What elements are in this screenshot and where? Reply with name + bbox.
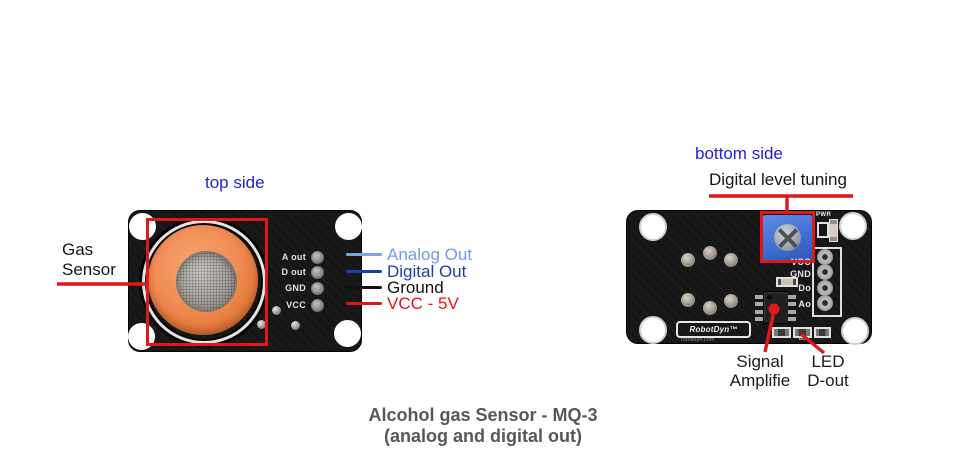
pin-row-gnd: GND bbox=[285, 281, 324, 295]
pin-row-dout: D out bbox=[281, 265, 324, 279]
pin-pad bbox=[311, 250, 324, 264]
vcc-line bbox=[346, 301, 382, 306]
do-silkscreen-marking: Do bbox=[798, 336, 806, 342]
ic-pin bbox=[755, 310, 763, 314]
digital-out-label: Digital Out bbox=[387, 261, 467, 281]
pin-label-gnd: GND bbox=[790, 269, 811, 279]
ic-pin bbox=[755, 317, 763, 321]
mounting-hole bbox=[335, 213, 362, 240]
sensor-pin-joint bbox=[681, 293, 695, 307]
tuning-highlight-box bbox=[760, 211, 815, 263]
signal-amplifier-label: Signal Amplifie bbox=[729, 352, 791, 390]
sensor-pin-joint bbox=[724, 294, 738, 308]
smd-component bbox=[772, 327, 791, 338]
pin-row-aout: A out bbox=[282, 250, 324, 264]
analog-out-label: Analog Out bbox=[387, 244, 473, 264]
ground-label: Ground bbox=[387, 277, 444, 297]
legend-row-vcc: VCC - 5V bbox=[346, 293, 459, 314]
pwr-marking: PWR bbox=[816, 212, 832, 218]
ic-pin bbox=[788, 302, 796, 306]
bottom-side-heading: bottom side bbox=[695, 144, 783, 163]
sensor-pin-joint bbox=[681, 253, 695, 267]
ground-line bbox=[346, 285, 382, 290]
pin-pad-ao bbox=[817, 295, 833, 311]
mounting-hole bbox=[334, 320, 361, 347]
ic-pin bbox=[755, 295, 763, 299]
solder-joint bbox=[272, 306, 281, 315]
mounting-hole bbox=[639, 213, 667, 241]
mounting-hole bbox=[129, 213, 156, 240]
ic-pin bbox=[755, 302, 763, 306]
mounting-hole bbox=[639, 316, 667, 344]
vcc-label: VCC - 5V bbox=[387, 293, 459, 313]
pin-label-gnd: GND bbox=[285, 283, 306, 293]
sensor-metal-ring bbox=[142, 220, 266, 344]
signal-amplifier-ic bbox=[763, 291, 790, 324]
sensor-board-top-view: A out D out GND VCC bbox=[128, 210, 362, 352]
digital-level-tuning-label: Digital level tuning bbox=[709, 170, 847, 189]
smd-resistor bbox=[829, 219, 838, 242]
pin-pad bbox=[311, 298, 324, 312]
pin-pad bbox=[311, 281, 324, 295]
gas-sensor-label: Gas Sensor bbox=[62, 240, 116, 279]
legend-row-analog: Analog Out bbox=[346, 244, 472, 265]
sensor-mesh bbox=[176, 251, 237, 312]
smd-resistor bbox=[776, 277, 798, 287]
figure-title-line1: Alcohol gas Sensor - MQ-3 bbox=[368, 405, 598, 425]
mounting-hole bbox=[839, 212, 867, 240]
mounting-hole bbox=[841, 317, 869, 345]
pin-label-a-out: A out bbox=[281, 252, 306, 262]
gas-sensor-highlight-box bbox=[146, 218, 268, 346]
solder-joint bbox=[291, 321, 300, 330]
pin-pad bbox=[311, 265, 324, 279]
solder-joint bbox=[257, 320, 266, 329]
header-pin-block bbox=[812, 247, 842, 317]
sensor-pin-joint bbox=[724, 253, 738, 267]
pin-pad-gnd bbox=[817, 264, 833, 280]
pin-pad-vcc bbox=[817, 249, 833, 265]
ic-pin bbox=[788, 317, 796, 321]
potentiometer-screw bbox=[774, 224, 801, 251]
led-d-out-label: LED D-out bbox=[807, 352, 849, 390]
pin-label-d-out: D out bbox=[281, 267, 306, 277]
robotdyn-logo: RobotDyn™ bbox=[676, 321, 751, 338]
pin-label-do: Do bbox=[798, 283, 811, 293]
digital-level-potentiometer bbox=[763, 215, 812, 261]
pin-pad-do bbox=[817, 280, 833, 296]
sensor-pin-joint bbox=[703, 301, 717, 315]
power-led bbox=[817, 222, 829, 238]
figure-title-line2: (analog and digital out) bbox=[384, 426, 582, 446]
digital-out-line bbox=[346, 269, 382, 274]
pin-row-vcc: VCC bbox=[286, 298, 324, 312]
top-side-heading: top side bbox=[205, 173, 265, 192]
pin-label-ao: Ao bbox=[798, 299, 811, 309]
analog-out-line bbox=[346, 252, 382, 257]
figure-title: Alcohol gas Sensor - MQ-3 (analog and di… bbox=[323, 405, 643, 447]
ic-notch bbox=[767, 295, 772, 300]
sensor-board-bottom-view: PWR VCC GND Do Ao Do RobotDyn™ robot bbox=[626, 210, 872, 345]
robotdyn-site: robotdyn.com bbox=[681, 337, 715, 343]
legend-row-ground: Ground bbox=[346, 277, 444, 298]
sensor-pin-joint bbox=[703, 246, 717, 260]
ic-pin bbox=[788, 310, 796, 314]
smd-component bbox=[814, 327, 831, 338]
ic-pin bbox=[788, 295, 796, 299]
legend-row-digital: Digital Out bbox=[346, 261, 466, 282]
pin-label-vcc: VCC bbox=[286, 300, 306, 310]
